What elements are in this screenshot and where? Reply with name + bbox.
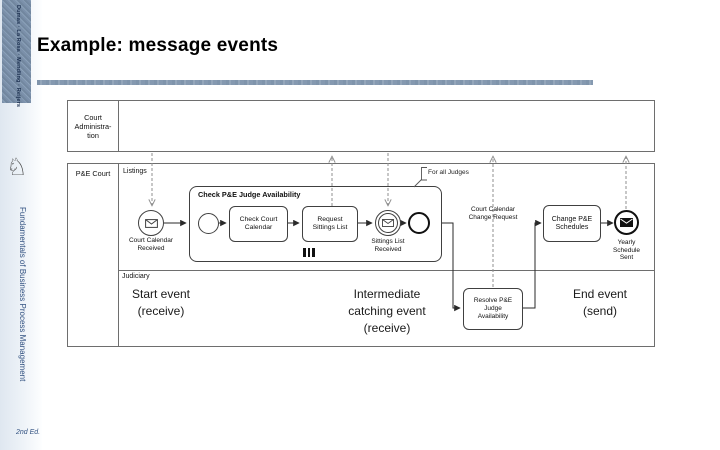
- annotation-for-all-judges: For all Judges: [428, 169, 469, 176]
- intermediate-event-label: Sittings List Received: [371, 238, 405, 253]
- page-title: Example: message events: [37, 35, 279, 56]
- subprocess-end-event: [408, 212, 430, 234]
- book-title-vertical-text: Fundamentals of Business Process Managem…: [18, 207, 27, 382]
- multi-instance-marker-icon: [303, 248, 315, 257]
- pool-pe-court-label: P&E Court: [68, 164, 119, 346]
- task-request-sittings-list: Request Sittings List: [302, 206, 358, 242]
- pool-court-administration-label: Court Administra- tion: [68, 101, 119, 151]
- edition-label: 2nd Ed.: [16, 429, 41, 436]
- title-underline-bar: [37, 80, 593, 85]
- callout-end-event: End event (send): [572, 287, 628, 318]
- pool-court-administration: Court Administra- tion: [67, 100, 655, 152]
- start-event-label: Court Calendar Received: [128, 237, 174, 252]
- authors-vertical-text: Dumas · La Rosa · Mendling · Reijers: [15, 5, 21, 108]
- task-check-court-calendar: Check Court Calendar: [229, 206, 288, 242]
- callout-intermediate-event: Intermediate catching event (receive): [348, 287, 426, 335]
- intermediate-event-inner-ring: [377, 212, 399, 234]
- end-event-label: Yearly Schedule Sent: [612, 239, 641, 262]
- message-icon: [144, 218, 158, 228]
- sidebar: Dumas · La Rosa · Mendling · Reijers ♘ F…: [0, 0, 42, 450]
- subprocess-title: Check P&E Judge Availability: [198, 190, 301, 199]
- message-flow-label: Court Calendar Change Request: [468, 206, 518, 221]
- lane-divider: [119, 270, 654, 271]
- springer-knight-icon: ♘: [6, 154, 28, 181]
- task-change-pe-schedules: Change P&E Schedules: [543, 205, 601, 242]
- callout-start-event: Start event (receive): [131, 287, 191, 318]
- subprocess-start-event: [198, 213, 219, 234]
- message-icon: [382, 219, 394, 227]
- end-event-yearly-schedule-sent: [614, 210, 639, 235]
- intermediate-event-sittings-list: [375, 210, 401, 236]
- start-event-court-calendar-received: [138, 210, 164, 236]
- lane-judiciary-label: Judiciary: [122, 273, 150, 280]
- denim-texture-block: [2, 0, 31, 103]
- message-send-icon: [620, 218, 633, 227]
- lane-listings-label: Listings: [123, 168, 147, 175]
- task-resolve-judge-availability: Resolve P&E Judge Availability: [463, 288, 523, 330]
